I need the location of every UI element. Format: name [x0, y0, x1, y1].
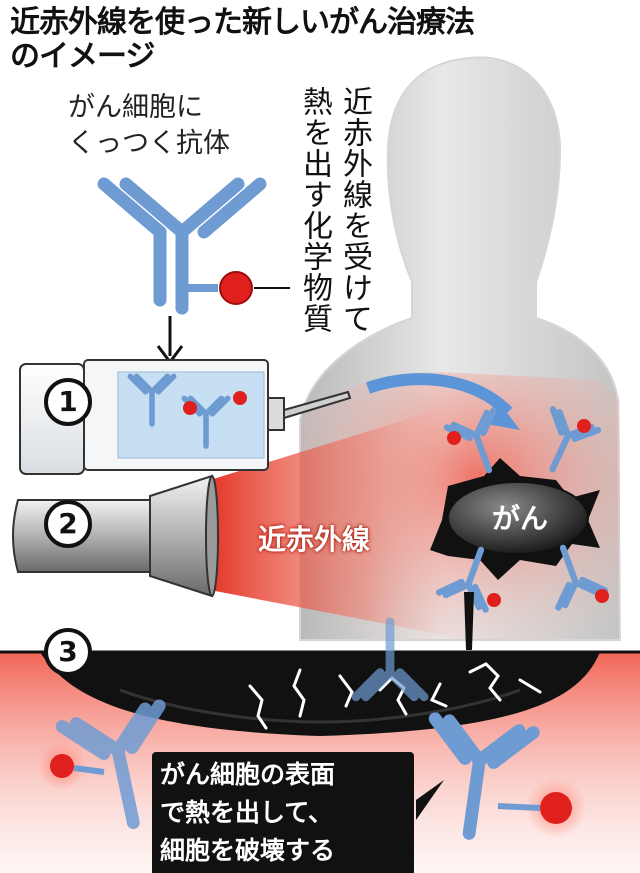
step-3-badge: 3: [44, 628, 92, 676]
antibody-caption: がん細胞に くっつく抗体: [68, 90, 230, 162]
cancer-mass: [447, 481, 589, 555]
result-line-3: 細胞を破壊する: [160, 836, 336, 865]
chemical-dot-icon: [219, 271, 253, 305]
step-1-badge: 1: [44, 378, 92, 426]
result-line-2: で熱を出して、: [160, 798, 334, 827]
step-2-badge: 2: [44, 500, 92, 548]
antibody-caption-line-1: がん細胞に: [68, 92, 203, 123]
chemical-caption-col-2: 熱を出す化学物質: [297, 86, 332, 334]
near-infrared-label: 近赤外線: [258, 523, 371, 556]
cancer-label: がん: [491, 502, 548, 535]
chemical-caption-col-1: 近赤外線を受けて: [337, 86, 372, 334]
title-line-1: 近赤外線を使った新しいがん治療法: [10, 5, 475, 40]
syringe-icon: [19, 359, 352, 475]
antibody-icon: [97, 177, 267, 315]
diagram-title: 近赤外線を使った新しいがん治療法 のイメージ: [10, 5, 475, 74]
laser-device-icon: [12, 474, 219, 598]
result-line-1: がん細胞の表面: [160, 760, 336, 789]
result-callout: がん細胞の表面 で熱を出して、 細胞を破壊する: [152, 752, 414, 873]
antibody-caption-line-2: くっつく抗体: [68, 128, 230, 159]
title-line-2: のイメージ: [10, 39, 155, 74]
infrared-beam: [210, 400, 470, 640]
cell-surface: [40, 652, 600, 736]
